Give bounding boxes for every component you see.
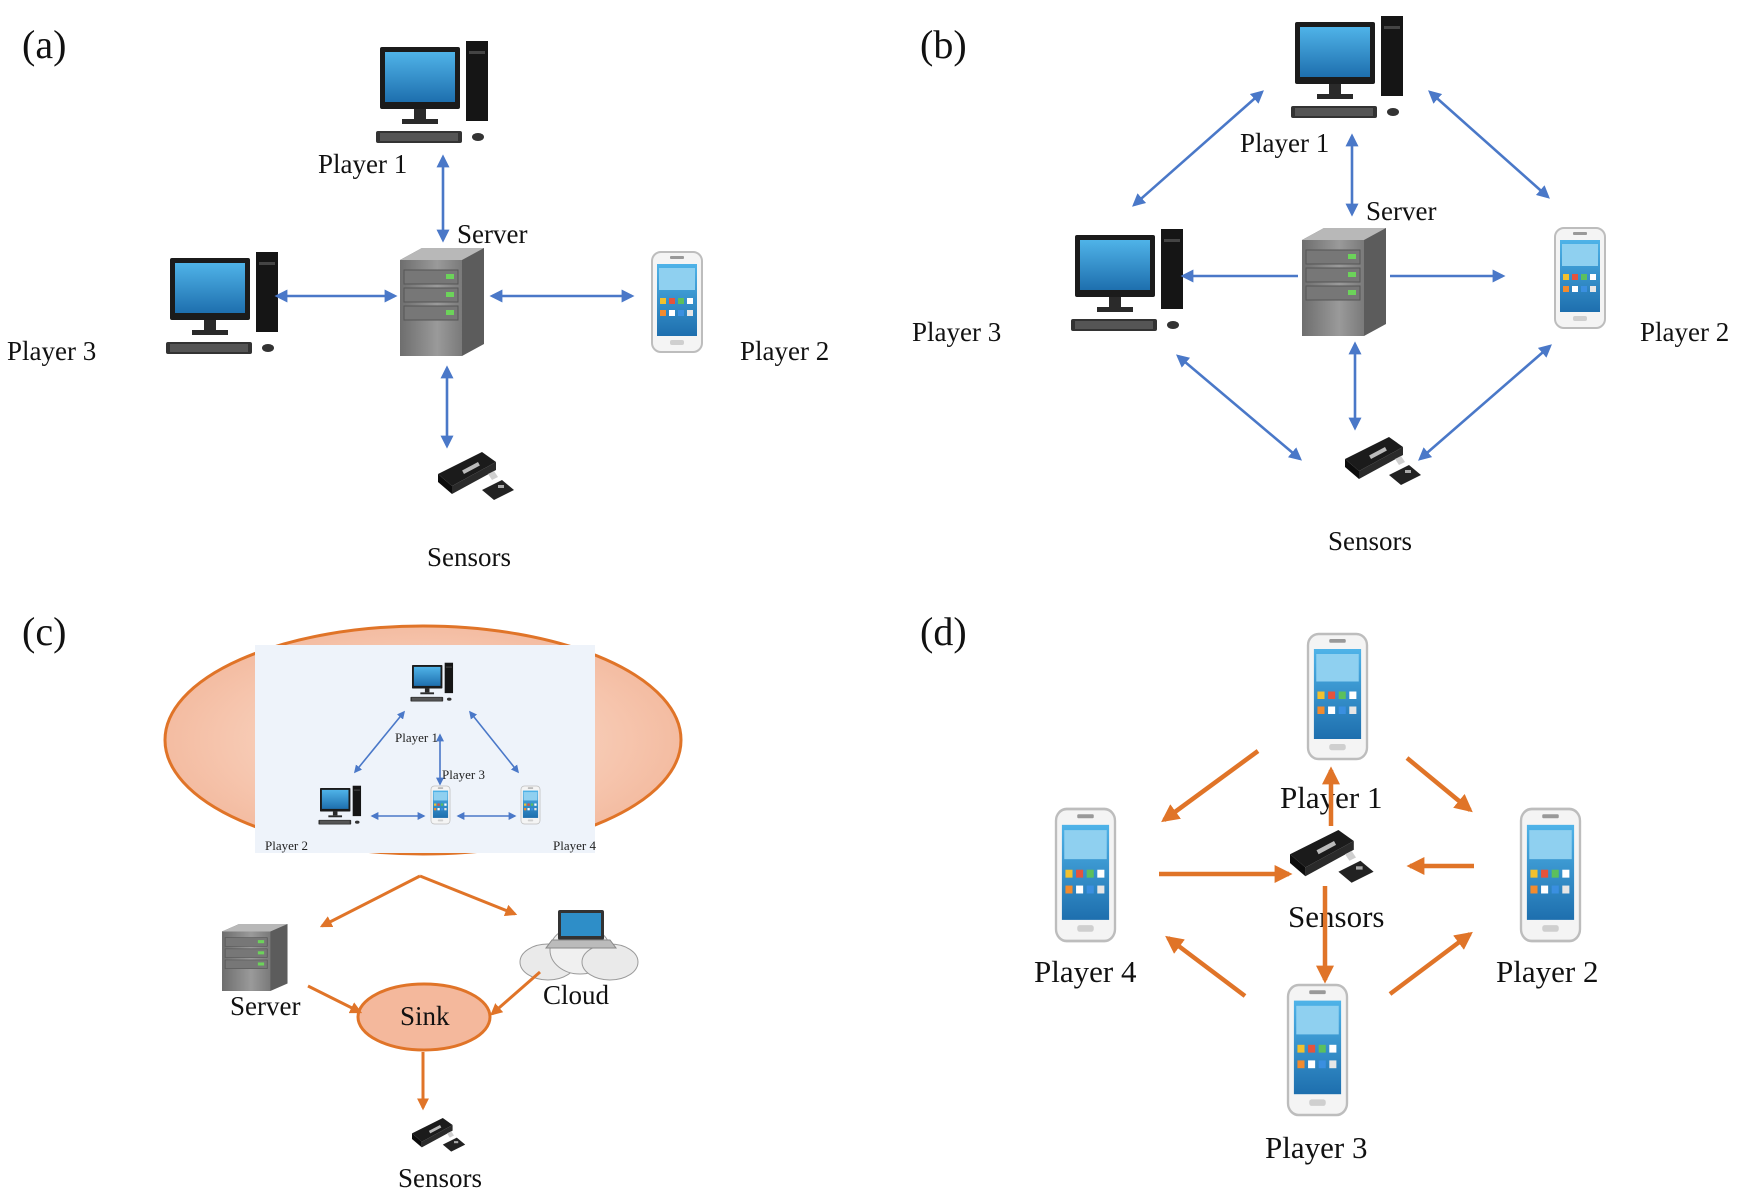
smartphone-icon [1306,632,1369,761]
sensor-icon [1345,437,1421,485]
desktop-computer-icon [376,41,488,143]
arrow-player1-player3 [1132,90,1264,207]
panel-b: (b) Player 1 Server Player 3 Player 2 Se… [912,16,1729,556]
smartphone-icon [1054,807,1117,943]
server-icon [1301,227,1387,337]
desktop-computer-icon [1291,16,1403,118]
server-icon [399,247,485,357]
panel-c-tag: (c) [22,609,66,654]
panel-c: (c) Player 1 Player 2 Player 3 Player 4 … [22,609,683,1193]
player3-label: Player 3 [912,317,1001,347]
smartphone-icon [1286,983,1349,1117]
cloud-icon [519,909,639,981]
arrow-player2-sensors [1418,344,1552,461]
smartphone-icon [430,785,451,825]
inset-player2-label: Player 2 [265,838,308,853]
player2-label: Player 2 [1496,954,1598,989]
arrow-player1-player2 [1428,90,1550,199]
desktop-computer-icon [166,252,278,354]
arrow-cloud-sink [490,970,541,1016]
panel-a-tag: (a) [22,22,66,67]
panel-a: (a) Player 1 Server Player 3 Player 2 Se… [7,22,829,572]
inset-arrow [469,710,519,774]
inset-player3-label: Player 3 [442,767,485,782]
sensors-label: Sensors [1288,899,1384,934]
inset-player1-label: Player 1 [395,730,438,745]
sensors-label: Sensors [1328,526,1412,556]
sensor-icon [438,452,514,500]
desktop-computer-icon [1071,229,1183,331]
smartphone-icon [1554,227,1606,329]
server-label: Server [230,991,300,1021]
player4-label: Player 4 [1034,954,1137,989]
smartphone-icon [520,785,541,825]
sensor-icon [1290,830,1374,883]
smartphone-icon [1519,807,1582,943]
smartphone-icon [651,251,703,353]
arrow-cluster-server [319,874,421,928]
panel-d-tag: (d) [920,609,967,654]
inset-network: Player 1 Player 2 Player 3 Player 4 [255,645,596,853]
player3-label: Player 3 [7,336,96,366]
player1-label: Player 1 [1240,128,1329,158]
sensors-label: Sensors [427,542,511,572]
arrow-cluster-cloud [419,874,518,917]
player2-label: Player 2 [1640,317,1729,347]
sink-label: Sink [400,1001,450,1031]
arrow-player3-player2 [1388,931,1473,996]
sink-node [356,982,492,1052]
arrow-player3-sensors [1176,354,1302,461]
arrow-player1-player4 [1161,749,1260,823]
panel-d: (d) Player 1 Player 4 Player 2 Player 3 … [920,609,1598,1165]
arrow-player3-player4 [1165,935,1247,998]
cloud-label: Cloud [543,980,610,1010]
player3-label: Player 3 [1265,1130,1367,1165]
player1-label: Player 1 [318,149,407,179]
server-label: Server [1366,196,1436,226]
inset-arrow [353,710,406,774]
inset-player4-label: Player 4 [553,838,596,853]
arrow-server-sink [307,984,363,1014]
sensors-label: Sensors [398,1163,482,1193]
panel-b-tag: (b) [920,22,967,67]
player2-label: Player 2 [740,336,829,366]
server-icon [221,923,288,992]
server-label: Server [457,219,527,249]
arrow-player1-player2 [1405,756,1473,813]
sensor-icon [412,1118,466,1152]
